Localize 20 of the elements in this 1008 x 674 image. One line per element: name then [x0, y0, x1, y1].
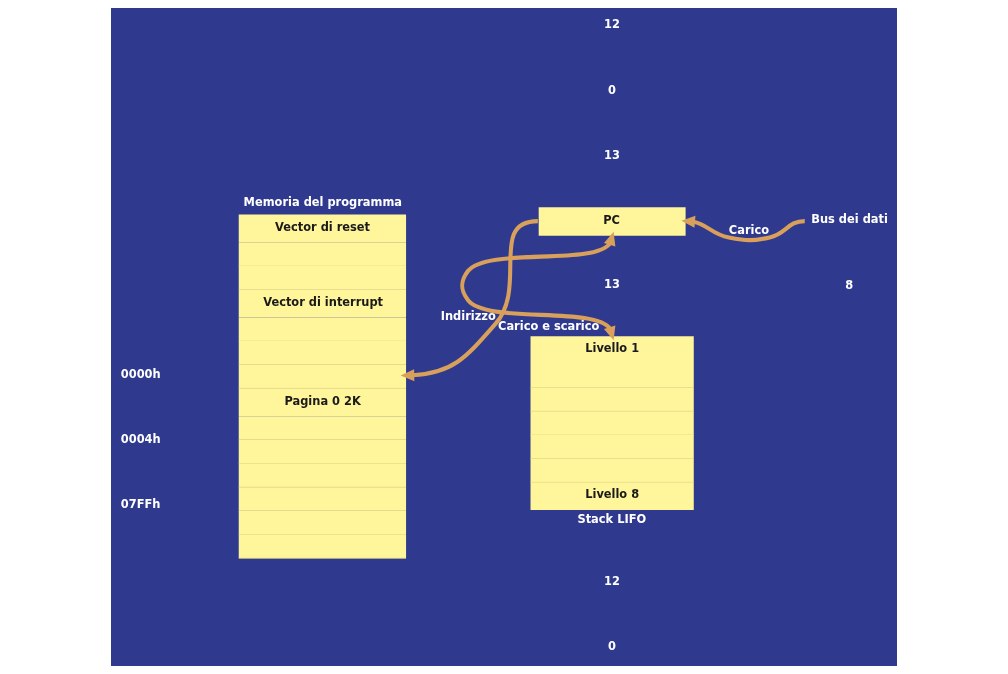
edge-label: Carico e scarico	[498, 318, 600, 333]
label: 8	[845, 277, 854, 292]
label: 12	[603, 17, 620, 32]
label: 13	[603, 276, 620, 291]
node-box: PC	[538, 207, 686, 236]
label: 13	[603, 147, 620, 162]
edge-label: Indirizzo	[440, 309, 496, 324]
label: 07FFh	[120, 497, 161, 512]
arrow	[400, 219, 539, 382]
label: 0000h	[120, 366, 161, 381]
arrow	[460, 231, 616, 341]
label: 0	[608, 82, 616, 97]
arrow	[681, 215, 805, 243]
label: 0004h	[120, 431, 161, 446]
label: 0	[608, 639, 616, 654]
node-text: Bus dei dati	[811, 212, 888, 227]
label: 12	[603, 573, 620, 588]
node-label: Stack LIFO	[577, 512, 647, 527]
node-label: Memoria del programma	[243, 194, 403, 209]
edge-label: Carico	[728, 222, 770, 237]
